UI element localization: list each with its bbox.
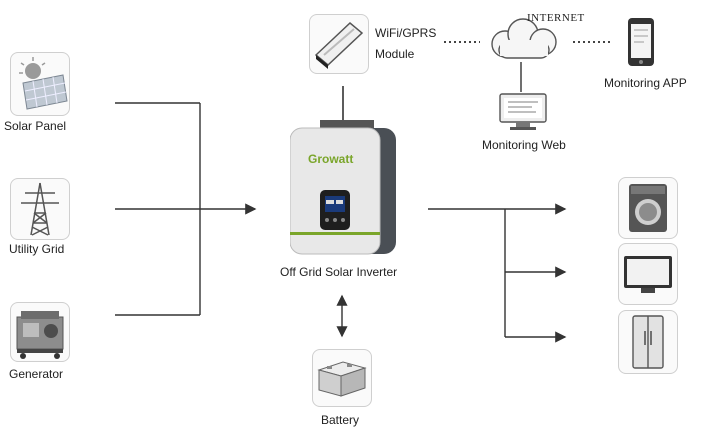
internet-label: INTERNET xyxy=(527,12,585,24)
input-lines xyxy=(115,102,257,316)
brand-logo: Growatt xyxy=(308,152,354,166)
inverter-unit: Growatt xyxy=(289,120,398,256)
app-label: Monitoring APP xyxy=(604,76,687,90)
load-refrigerator xyxy=(618,310,678,374)
load-television xyxy=(618,243,678,305)
generator-label: Generator xyxy=(9,367,64,381)
module-label-line2: Module xyxy=(375,47,415,61)
web-label: Monitoring Web xyxy=(482,138,566,152)
battery-box xyxy=(312,349,372,407)
generator-icon xyxy=(16,311,64,359)
output-lines xyxy=(428,203,567,343)
generator-box xyxy=(10,302,70,362)
wifi-module-box xyxy=(309,14,369,74)
solar-panel-icon xyxy=(19,57,68,110)
cloud-icon xyxy=(491,18,557,59)
washing-machine-icon xyxy=(629,184,667,232)
battery-icon xyxy=(317,361,367,397)
refrigerator-icon xyxy=(632,315,664,369)
utility-grid-box xyxy=(10,178,70,240)
utility-grid-label: Utility Grid xyxy=(9,242,65,256)
television-icon xyxy=(624,256,672,293)
inverter-label: Off Grid Solar Inverter xyxy=(280,265,398,279)
utility-tower-icon xyxy=(21,182,59,236)
wifi-module-icon xyxy=(314,21,364,69)
inverter-icon xyxy=(289,120,396,255)
monitor-icon xyxy=(499,93,547,130)
load-washing-machine xyxy=(618,177,678,239)
battery-label: Battery xyxy=(321,413,360,427)
solar-panel-label: Solar Panel xyxy=(4,119,67,133)
solar-panel-box xyxy=(10,52,70,116)
module-label-line1: WiFi/GPRS xyxy=(375,26,437,40)
smartphone-icon xyxy=(628,18,654,66)
